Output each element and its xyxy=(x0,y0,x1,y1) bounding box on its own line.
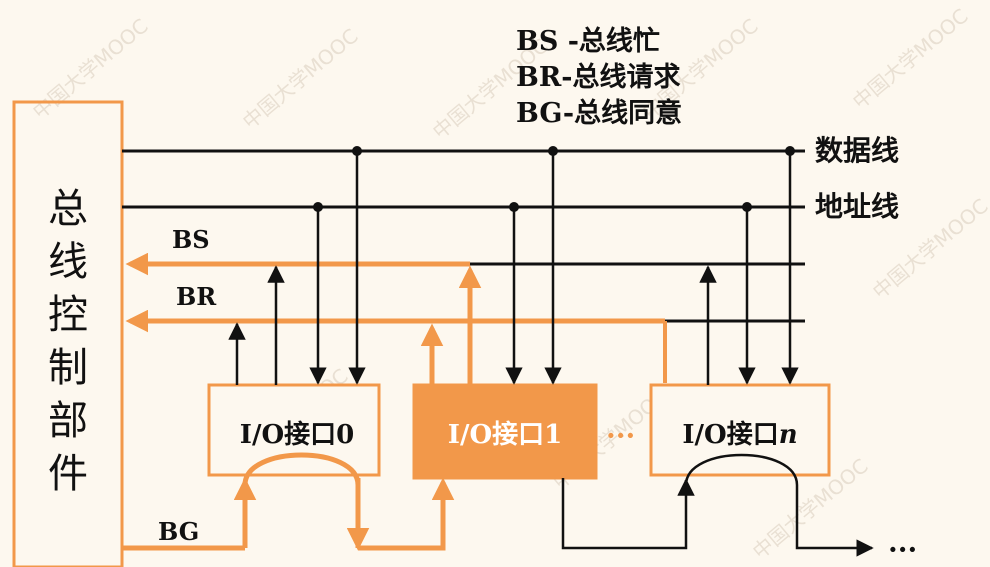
io-interface-0-box xyxy=(207,383,381,477)
io-interface-0-label: I/O接口0 xyxy=(240,420,354,450)
io-interface-1-label: I/O接口1 xyxy=(448,420,562,450)
watermark: 中国大学MOOC xyxy=(28,14,153,124)
bus-controller-box xyxy=(12,100,124,567)
io-interface-0: I/O接口0 xyxy=(207,151,381,548)
signal-legend: BS -总线忙 BR-总线请求 BG-总线同意 xyxy=(516,26,682,129)
data-bus: 数据线 xyxy=(122,134,899,167)
watermark: 中国大学MOOC xyxy=(848,4,973,114)
bg-chain: BG xyxy=(122,477,455,551)
io-interface-n-label: I/O接口n xyxy=(682,420,797,450)
bs-signal-label: BS xyxy=(172,225,210,254)
legend-br: BR-总线请求 xyxy=(516,62,680,93)
watermark: 中国大学MOOC xyxy=(238,24,363,134)
controller-char: 部 xyxy=(48,398,88,444)
controller-char: 控 xyxy=(48,292,88,338)
legend-bs: BS -总线忙 xyxy=(516,26,660,57)
controller-char: 总 xyxy=(48,186,88,232)
br-line: BR xyxy=(125,282,805,333)
bs-line: BS xyxy=(125,225,805,276)
io-interface-1-box xyxy=(412,383,598,480)
io-interface-n-box xyxy=(649,383,831,477)
controller-char: 件 xyxy=(48,451,88,497)
chain-continue-ellipsis: ··· xyxy=(888,533,917,566)
bg-signal-label: BG xyxy=(158,517,199,546)
io-interface-1: I/O接口1 xyxy=(412,151,695,550)
interface-ellipsis: ··· xyxy=(606,419,635,452)
legend-bg: BG-总线同意 xyxy=(516,97,682,129)
controller-char: 制 xyxy=(48,345,88,391)
data-bus-label: 数据线 xyxy=(815,134,899,167)
io-interface-n: I/O接口n xyxy=(649,151,874,557)
bus-controller-label: 总 线 控 制 部 件 xyxy=(48,186,88,497)
address-bus-label: 地址线 xyxy=(815,190,899,223)
watermark-layer: 中国大学MOOC 中国大学MOOC 中国大学MOOC 中国大学MOOC 中国大学… xyxy=(28,4,990,564)
br-signal-label: BR xyxy=(176,282,217,311)
address-bus: 地址线 xyxy=(122,190,899,223)
controller-char: 线 xyxy=(48,239,88,285)
